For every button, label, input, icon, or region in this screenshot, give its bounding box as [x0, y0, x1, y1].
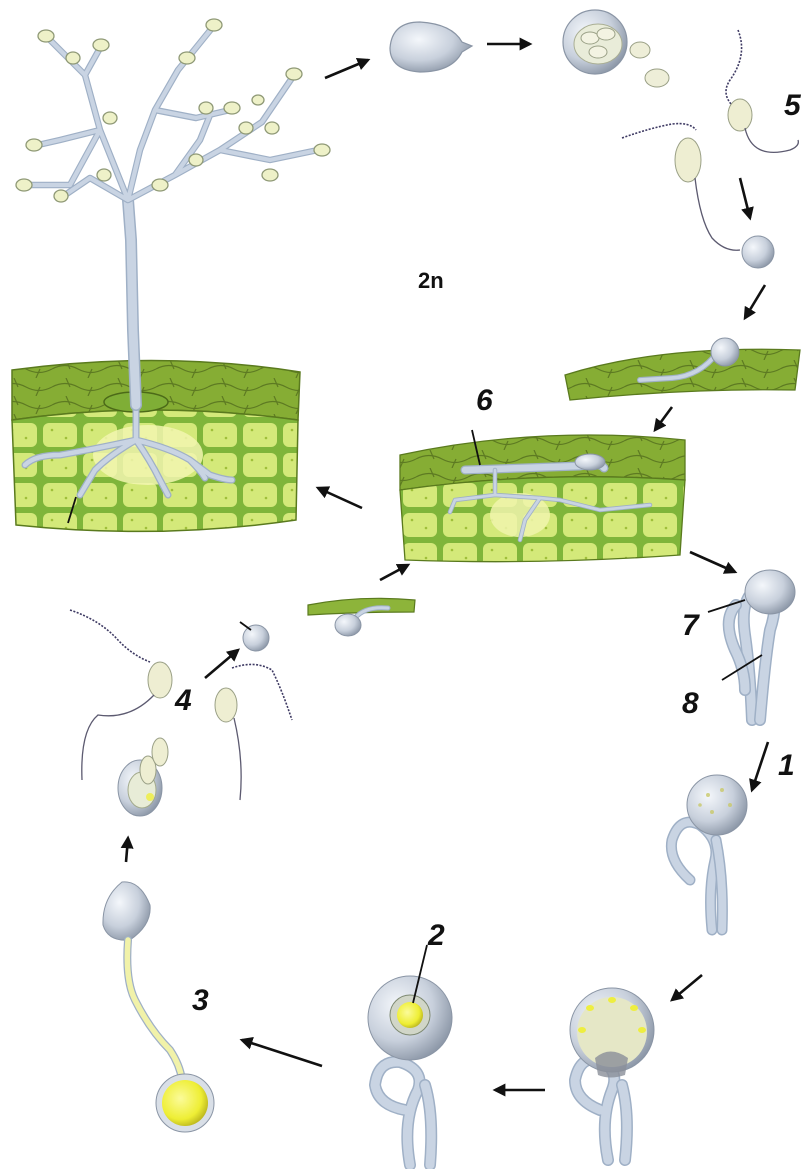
- oogonium-with-antheridium: [671, 775, 747, 930]
- cycle-arrows: [126, 44, 768, 1090]
- stage-label-1: 1: [778, 749, 795, 782]
- detached-sporangium: [390, 22, 472, 72]
- infected-leaf-with-mycelium: [400, 430, 685, 562]
- germinating-cyst-on-leaf: [565, 338, 800, 400]
- stage-label-5: 5: [784, 89, 802, 122]
- sporangium-releasing-zoospores: [563, 10, 669, 87]
- zoospores-top-right: [622, 30, 798, 250]
- antheridium-oogonium-initial: [708, 570, 795, 720]
- ploidy-label: 2n: [418, 268, 444, 293]
- stage-label-4: 4: [174, 684, 192, 717]
- germ-sporangium-releasing: [118, 738, 168, 816]
- stage-label-6: 6: [476, 384, 493, 417]
- small-leaf-with-cyst: [308, 598, 415, 636]
- stage-label-2: 2: [427, 919, 445, 952]
- stage-label-7: 7: [682, 609, 700, 642]
- oogonium-fertilization: [570, 988, 654, 1160]
- stage-label-8: 8: [682, 687, 699, 720]
- stage-label-3: 3: [192, 984, 209, 1017]
- oospore-in-oogonium: [368, 945, 452, 1165]
- leaf-with-sporangiophores: [12, 19, 330, 531]
- encysted-zoospore-top: [742, 236, 774, 268]
